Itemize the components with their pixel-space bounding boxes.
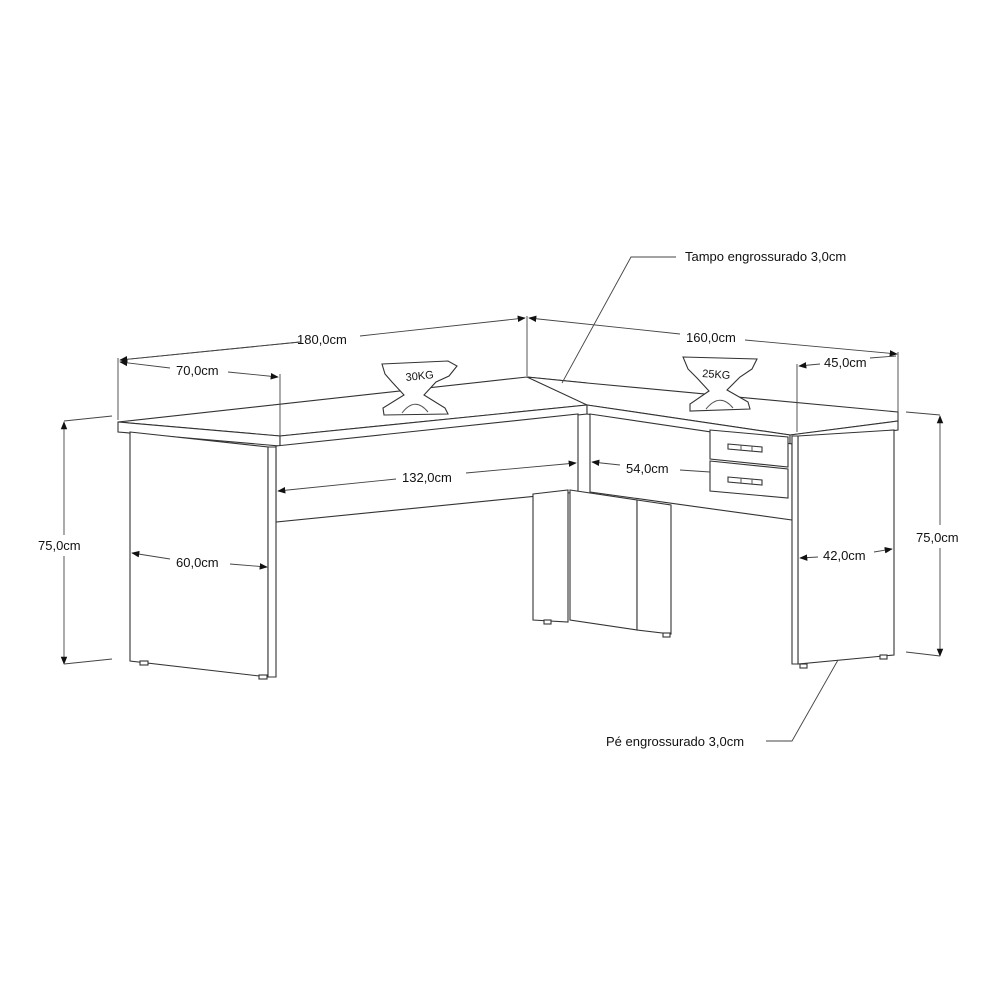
center-support-right xyxy=(636,499,672,635)
center-support-left xyxy=(532,489,569,623)
dim-60: 60,0cm xyxy=(176,555,219,570)
dim-180: 180,0cm xyxy=(297,332,347,347)
foot xyxy=(799,663,808,669)
right-leg-panel xyxy=(797,429,895,665)
anvil-weight-icon-left xyxy=(381,360,458,416)
weight-label-left: 30KG xyxy=(405,369,434,384)
foot xyxy=(543,619,552,625)
dim-160: 160,0cm xyxy=(686,330,736,345)
foot xyxy=(879,654,888,660)
dim-70: 70,0cm xyxy=(176,363,219,378)
foot xyxy=(662,632,671,638)
anvil-weight-icon-right xyxy=(682,356,758,412)
right-leg-edge xyxy=(791,435,799,665)
weight-label-right: 25KG xyxy=(702,368,731,382)
dim-42: 42,0cm xyxy=(823,548,866,563)
top-thickness-callout: Tampo engrossurado 3,0cm xyxy=(685,249,846,264)
dim-132: 132,0cm xyxy=(402,470,452,485)
dim-left-height: 75,0cm xyxy=(38,538,81,553)
drawer-handle-icon xyxy=(727,476,763,486)
foot xyxy=(139,660,149,666)
drawer-handle-icon xyxy=(727,443,763,453)
drawer-unit xyxy=(709,429,789,499)
leg-callout-leader xyxy=(766,659,839,742)
dim-54: 54,0cm xyxy=(626,461,669,476)
foot xyxy=(258,674,268,680)
leg-thickness-callout: Pé engrossurado 3,0cm xyxy=(606,734,744,749)
dimension-lines xyxy=(60,256,944,742)
left-leg-edge xyxy=(267,446,277,678)
desk-body xyxy=(117,356,899,680)
center-support-front xyxy=(569,489,638,631)
dim-45: 45,0cm xyxy=(824,355,867,370)
dim-right-height: 75,0cm xyxy=(916,530,959,545)
top-callout-leader xyxy=(561,256,676,384)
